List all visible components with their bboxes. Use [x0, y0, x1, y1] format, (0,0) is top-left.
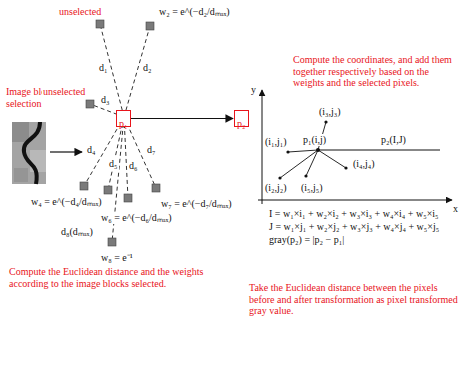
annotation: w₆ = e^(−d₆/dₘₐₓ): [100, 212, 173, 224]
pixel-points: [278, 120, 347, 179]
note-text: unselected: [42, 86, 86, 98]
annotation: I = w₁×i₁ + w₂×i₂ + w₃×i₃ + w₄×i₄ + w₅×i…: [268, 208, 440, 220]
pixel-box: p₂: [234, 110, 249, 127]
annotation: d₅: [108, 158, 119, 170]
annotation: w₂ = e^(−d₂/dₘₐₓ): [158, 6, 231, 18]
annotation: J = w₁×j₁ + w₂×j₂ + w₃×j₃ + w₄×j₄ + w₅×j…: [268, 221, 440, 233]
annotation: p₁(i,j): [302, 134, 327, 146]
axes: [258, 90, 452, 204]
annotation: y: [250, 84, 257, 96]
note-text: unselected: [58, 6, 102, 18]
pixel-name: p₂: [237, 118, 246, 129]
distance-lines: [84, 24, 156, 242]
annotation: x: [452, 203, 459, 215]
note-text: Compute the coordinates, and add them to…: [292, 54, 459, 89]
annotation: d₈(dₘₐₓ): [60, 226, 94, 238]
annotation: (i₁,j₁): [264, 136, 288, 148]
annotation: d₇: [146, 144, 157, 156]
pixel-name: p₁: [119, 118, 128, 129]
pixel-box: p₁: [116, 110, 131, 127]
annotation: w₈ = e⁻¹: [100, 252, 134, 264]
note-text: Take the Euclidean distance between the …: [248, 282, 465, 317]
annotation: (i₂,j₂): [264, 182, 288, 194]
transform-arrow: [131, 118, 233, 119]
annotation: (i₅,j₅): [300, 182, 324, 194]
annotation: d₂: [142, 62, 153, 74]
annotation: w₄ = e^(−d₄/dₘₐₓ): [30, 196, 103, 208]
image-block: [12, 122, 46, 184]
annotation: w₇ = e^(−d₇/dₘₐₓ): [160, 198, 233, 210]
annotation: p₂(I,J): [380, 134, 407, 146]
annotation: d₆: [128, 160, 139, 172]
annotation: d₁: [98, 62, 109, 74]
annotation: gray(p₂) = |p₂ − p₁|: [268, 234, 345, 246]
input-arrow: [50, 151, 82, 152]
note-text: Compute the Euclidean distance and the w…: [8, 266, 242, 289]
annotation: d₃: [100, 94, 111, 106]
annotation: (i₄,j₄): [352, 158, 376, 170]
annotation: d₄: [86, 144, 97, 156]
annotation: (i₃,j₃): [318, 106, 342, 118]
point-links: [280, 122, 346, 178]
